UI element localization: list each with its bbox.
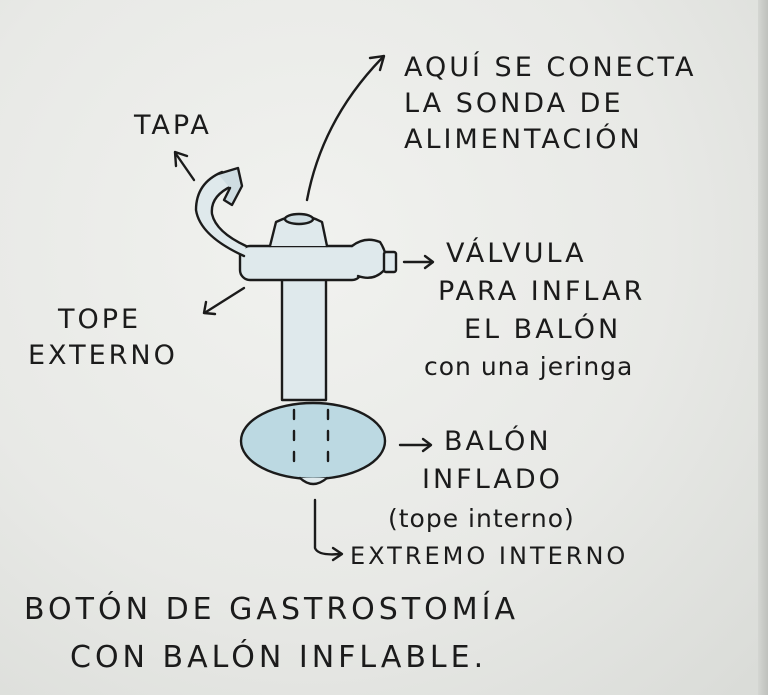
valve-nozzle — [382, 250, 398, 274]
internal-tip — [298, 476, 329, 486]
label-external-stop-line1: TOPE — [58, 304, 142, 335]
paper-edge — [758, 0, 768, 695]
label-internal-end: EXTREMO INTERNO — [350, 542, 629, 570]
external-stop — [238, 244, 364, 282]
label-connection-line1: AQUÍ SE CONECTA — [404, 52, 697, 83]
label-external-stop-line2: EXTERNO — [28, 340, 178, 371]
label-valve-line2: PARA INFLAR — [438, 276, 646, 307]
label-cap: TAPA — [134, 110, 212, 141]
device-shaft — [280, 276, 328, 402]
label-valve-line3: EL BALÓN — [464, 314, 622, 345]
arrow-cap — [174, 152, 196, 182]
label-valve-line4: con una jeringa — [424, 352, 634, 381]
inflated-balloon — [239, 401, 387, 481]
diagram-title-line2: CON BALÓN INFLABLE. — [70, 640, 488, 675]
arrow-internal-end — [313, 498, 342, 556]
arrow-balloon-head — [421, 437, 433, 453]
label-connection-line2: LA SONDA DE — [404, 88, 624, 119]
label-balloon-line3: (tope interno) — [388, 504, 575, 533]
arrow-external-stop — [204, 286, 246, 314]
label-balloon-line2: INFLADO — [422, 464, 563, 495]
arrow-connection — [305, 56, 384, 202]
arrow-cap-head — [173, 150, 189, 168]
arrow-valve-head — [423, 254, 435, 270]
label-valve-line1: VÁLVULA — [446, 238, 587, 269]
label-connection-line3: ALIMENTACIÓN — [404, 124, 643, 155]
diagram-title-line1: BOTÓN DE GASTROSTOMÍA — [24, 592, 520, 627]
arrow-external-stop-head — [202, 300, 217, 316]
label-balloon-line1: BALÓN — [444, 426, 552, 457]
arrow-connection-head — [368, 54, 386, 72]
cap — [216, 166, 244, 207]
feeding-port — [283, 212, 315, 226]
arrow-internal-end-head — [331, 546, 344, 562]
